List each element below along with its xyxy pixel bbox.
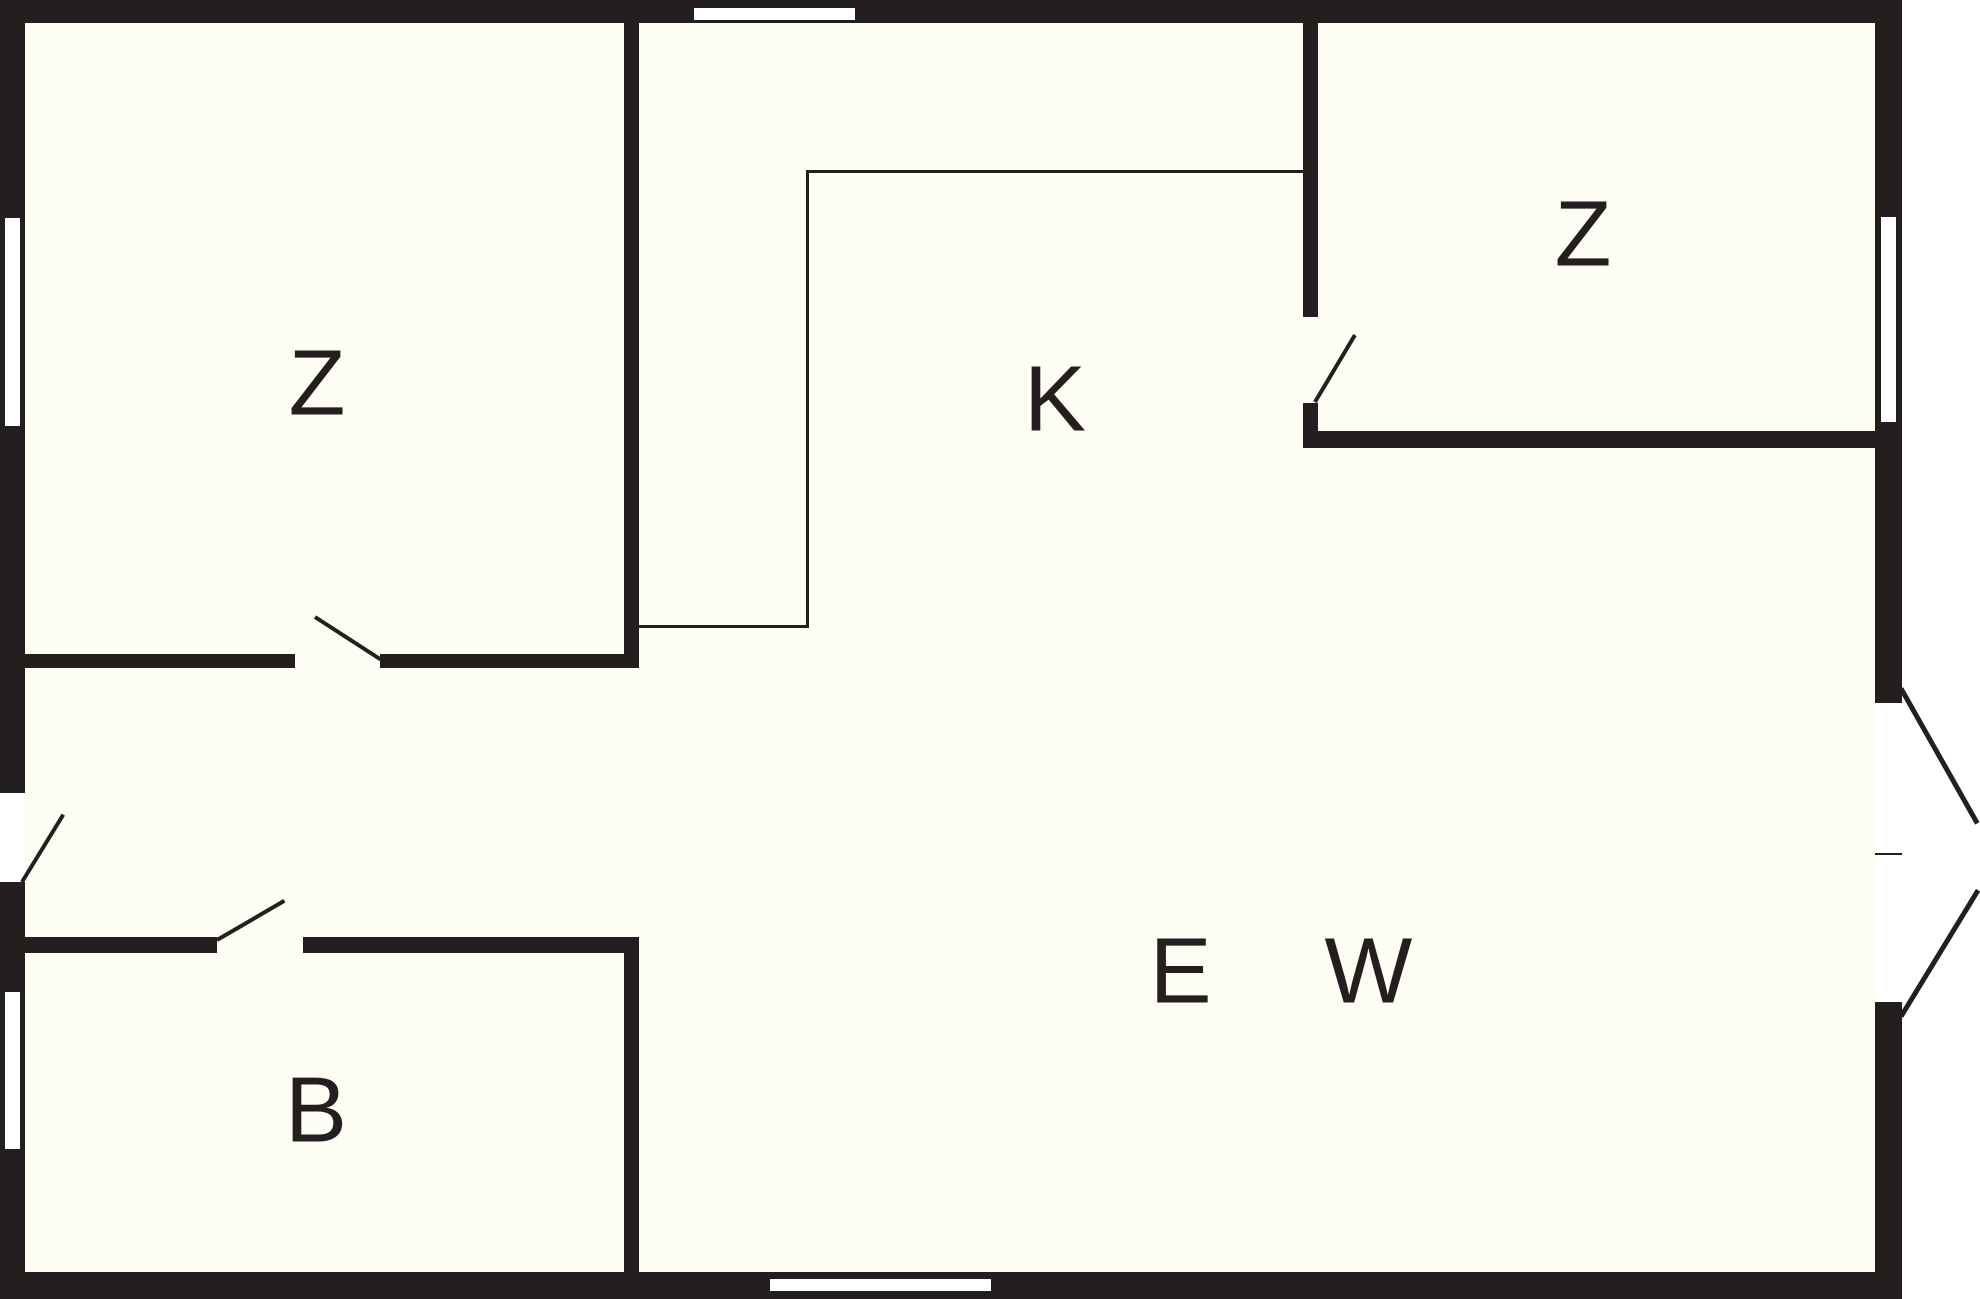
- window-right-wall: [1879, 215, 1898, 424]
- wall-bath-right: [624, 937, 639, 1272]
- wall-topleft-room-right: [624, 23, 639, 668]
- wall-topright-room-left-upper-segment: [1303, 23, 1318, 317]
- room-label-topright-z: Z: [1554, 181, 1612, 286]
- left-wall-door-gap: [0, 793, 25, 882]
- room-label-kitchen: K: [1023, 346, 1087, 451]
- outer-wall-top: [0, 0, 1902, 23]
- room-label-living-dining: E W: [1149, 918, 1413, 1023]
- kitchen-boundary-line-vertical: [806, 170, 809, 628]
- entrance-door-gap: [1875, 703, 1902, 1002]
- window-top-wall: [692, 6, 857, 22]
- wall-bath-top-left-segment: [25, 937, 217, 953]
- room-label-topleft-z: Z: [288, 330, 346, 435]
- wall-topleft-room-bottom-left-segment: [25, 654, 295, 668]
- kitchen-boundary-line-top: [806, 170, 1304, 173]
- window-bottom-wall: [768, 1277, 993, 1293]
- entrance-arrow-upper-line: [1898, 687, 1980, 825]
- wall-topleft-room-bottom-right-segment: [380, 654, 639, 668]
- window-left-wall-lower: [3, 990, 22, 1151]
- window-left-wall-upper: [3, 216, 22, 428]
- kitchen-boundary-line-bottom: [639, 625, 809, 628]
- entrance-arrow-lower-line: [1898, 888, 1980, 1018]
- wall-topright-room-bottom: [1303, 431, 1875, 448]
- room-label-bath: B: [284, 1057, 348, 1162]
- entrance-door-divider-line: [1875, 853, 1902, 855]
- wall-bath-top-right-segment: [303, 937, 639, 953]
- outer-wall-right: [1875, 0, 1902, 1299]
- floor-area: [0, 0, 1902, 1299]
